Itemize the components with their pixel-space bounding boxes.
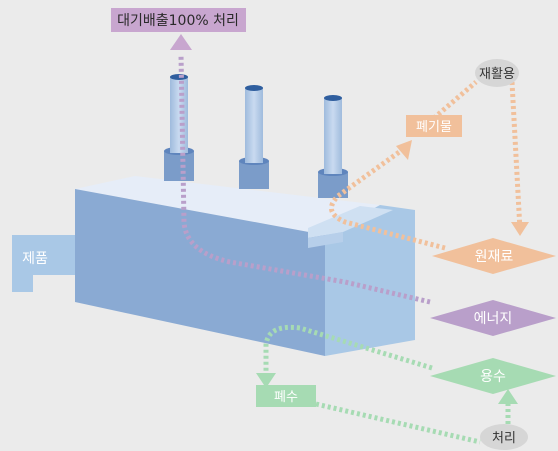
waste-arrowhead — [396, 140, 412, 160]
water-supply-arrowhead — [498, 389, 518, 404]
factory-ledge-front — [308, 232, 343, 248]
emission-arrowhead — [170, 34, 192, 50]
energy-emission-flow — [178, 54, 431, 305]
waste-label-box: 폐기물 — [406, 115, 462, 137]
raw-material-label: 원재료 — [475, 249, 514, 265]
factory-top-face — [75, 176, 380, 235]
chimney-2 — [239, 85, 269, 189]
wastewater-label: 폐수 — [274, 390, 298, 405]
arrowheads — [170, 34, 529, 404]
recycle-node: 재활용 — [475, 59, 519, 87]
raw-material-arrowhead — [511, 222, 529, 236]
factory-front-face — [75, 189, 325, 356]
chimney-1 — [164, 74, 194, 181]
factory-side-face — [325, 205, 415, 356]
waste-label: 폐기물 — [416, 120, 452, 135]
product-label: 제품 — [22, 251, 48, 267]
chimney-3 — [318, 95, 348, 198]
product-chute — [12, 235, 77, 292]
factory-building — [12, 176, 415, 356]
water-supply-flow — [263, 324, 433, 378]
wastewater-label-box: 폐수 — [256, 385, 316, 407]
flow-lines — [178, 54, 523, 445]
treatment-node: 처리 — [480, 424, 528, 450]
recycle-out-flow — [509, 81, 523, 231]
recycle-label: 재활용 — [479, 67, 515, 82]
emission-label-box: 대기배출100% 처리 — [111, 8, 246, 32]
water-supply-label: 용수 — [480, 369, 506, 385]
wastewater-flow — [315, 401, 481, 445]
energy-label: 에너지 — [474, 311, 513, 327]
emission-label: 대기배출100% 처리 — [117, 13, 239, 29]
treatment-label: 처리 — [492, 431, 516, 446]
raw-material-flow — [328, 147, 446, 251]
chimneys — [164, 74, 348, 198]
wastewater-arrowhead — [256, 373, 276, 388]
energy-node: 에너지 — [430, 300, 556, 336]
raw-material-node: 원재료 — [432, 238, 556, 274]
water-supply-node: 용수 — [430, 358, 556, 394]
